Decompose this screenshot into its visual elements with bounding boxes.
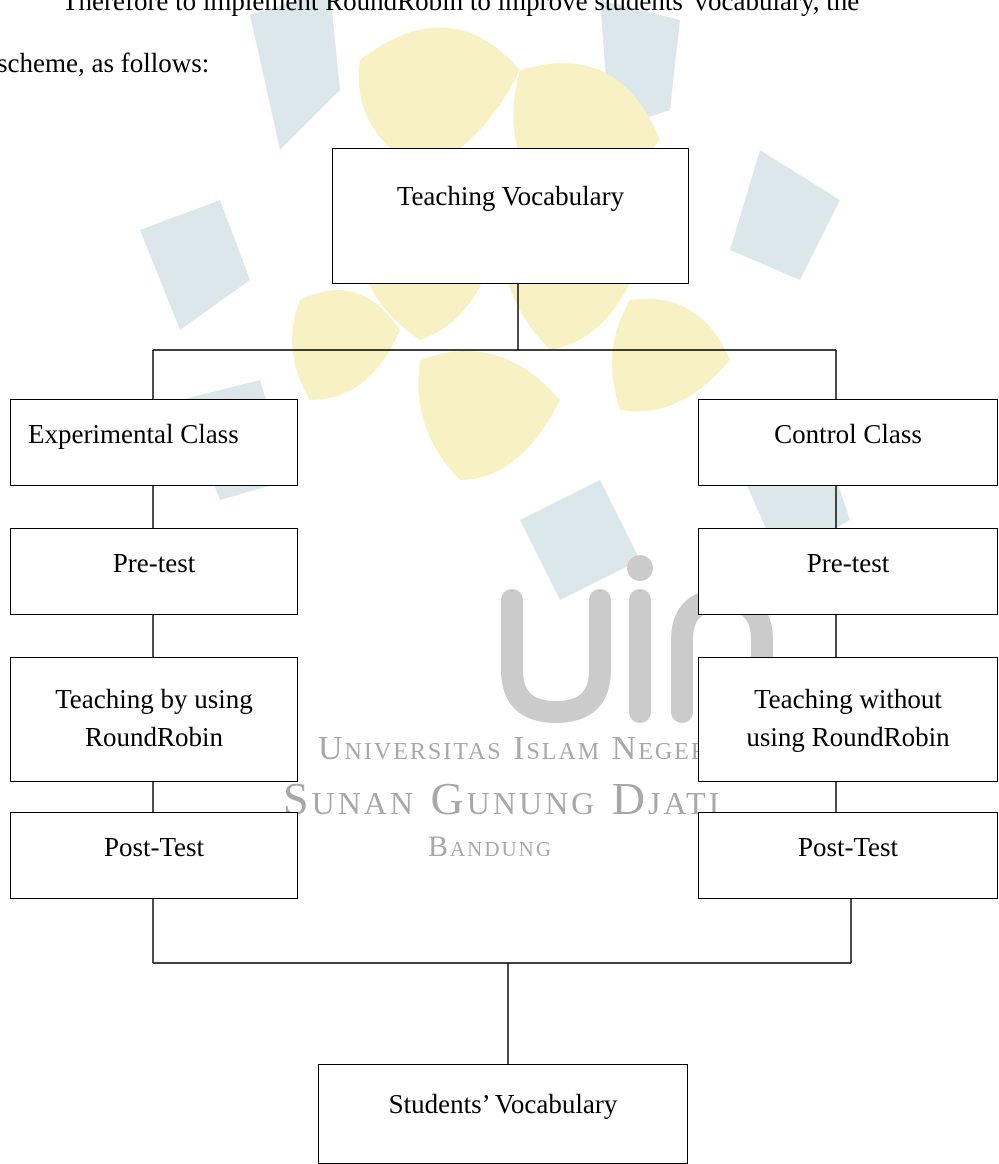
- teaching-with-roundrobin-box: Teaching by using RoundRobin: [10, 657, 298, 782]
- watermark-university-line: Universitas Islam Negeri: [318, 730, 719, 767]
- watermark-city-line: Bandung: [428, 830, 554, 863]
- control-pre-test-box: Pre-test: [698, 528, 998, 615]
- watermark-name-line: Sunan Gunung Djati: [283, 773, 723, 824]
- intro-text-line-2: scheme, as follows:: [0, 48, 210, 78]
- control-post-test-box: Post-Test: [698, 812, 998, 899]
- experimental-post-test-box: Post-Test: [10, 812, 298, 899]
- students-vocabulary-box: Students’ Vocabulary: [318, 1064, 688, 1164]
- control-class-box: Control Class: [698, 399, 998, 486]
- intro-text-line-1: Therefore to implement RoundRobin to imp…: [62, 0, 860, 16]
- teaching-vocabulary-box: Teaching Vocabulary: [332, 148, 689, 284]
- teaching-without-roundrobin-box: Teaching without using RoundRobin: [698, 657, 998, 782]
- experimental-class-box: Experimental Class: [10, 399, 298, 486]
- experimental-pre-test-box: Pre-test: [10, 528, 298, 615]
